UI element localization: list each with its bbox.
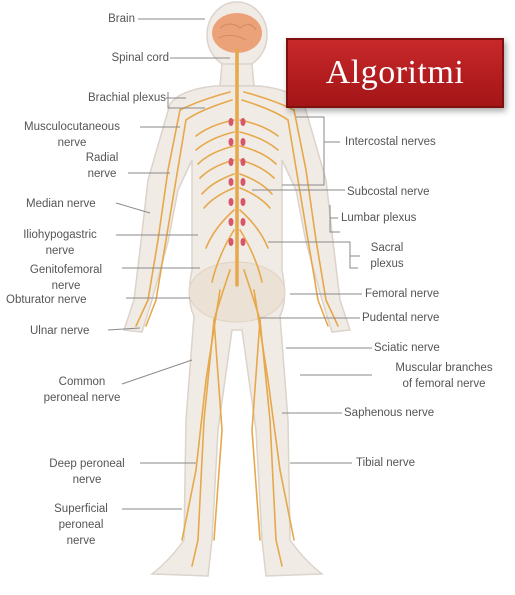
label-brain: Brain [108,11,135,27]
label-femoral-nerve: Femoral nerve [365,286,439,302]
label-radial-nerve: Radialnerve [78,150,126,182]
brain-shape [212,13,262,53]
label-sciatic-nerve: Sciatic nerve [374,340,440,356]
label-common-peroneal-nerve: Commonperoneal nerve [28,374,136,406]
label-obturator-nerve: Obturator nerve [6,292,87,308]
label-deep-peroneal-nerve: Deep peronealnerve [36,456,138,488]
label-median-nerve: Median nerve [26,196,96,212]
label-lumbar-plexus: Lumbar plexus [341,210,416,226]
label-musculocutaneous-nerve: Musculocutaneousnerve [8,119,136,151]
label-brachial-plexus: Brachial plexus [88,90,166,106]
label-ulnar-nerve: Ulnar nerve [30,323,89,339]
label-pudental-nerve: Pudental nerve [362,310,439,326]
label-iliohypogastric-nerve: Iliohypogastricnerve [6,227,114,259]
label-intercostal-nerves: Intercostal nerves [345,134,436,150]
label-subcostal-nerve: Subcostal nerve [347,184,429,200]
label-saphenous-nerve: Saphenous nerve [344,405,434,421]
label-sacral-plexus: Sacralplexus [362,240,412,272]
banner-text: Algoritmi [326,54,465,92]
label-tibial-nerve: Tibial nerve [356,455,415,471]
label-superficial-peroneal-nerve: Superficialperonealnerve [38,501,124,549]
label-spinal-cord: Spinal cord [111,50,169,66]
algoritmi-banner: Algoritmi [286,38,504,108]
label-genitofemoral-nerve: Genitofemoralnerve [12,262,120,294]
label-muscular-branches-femoral: Muscular branchesof femoral nerve [376,360,512,392]
